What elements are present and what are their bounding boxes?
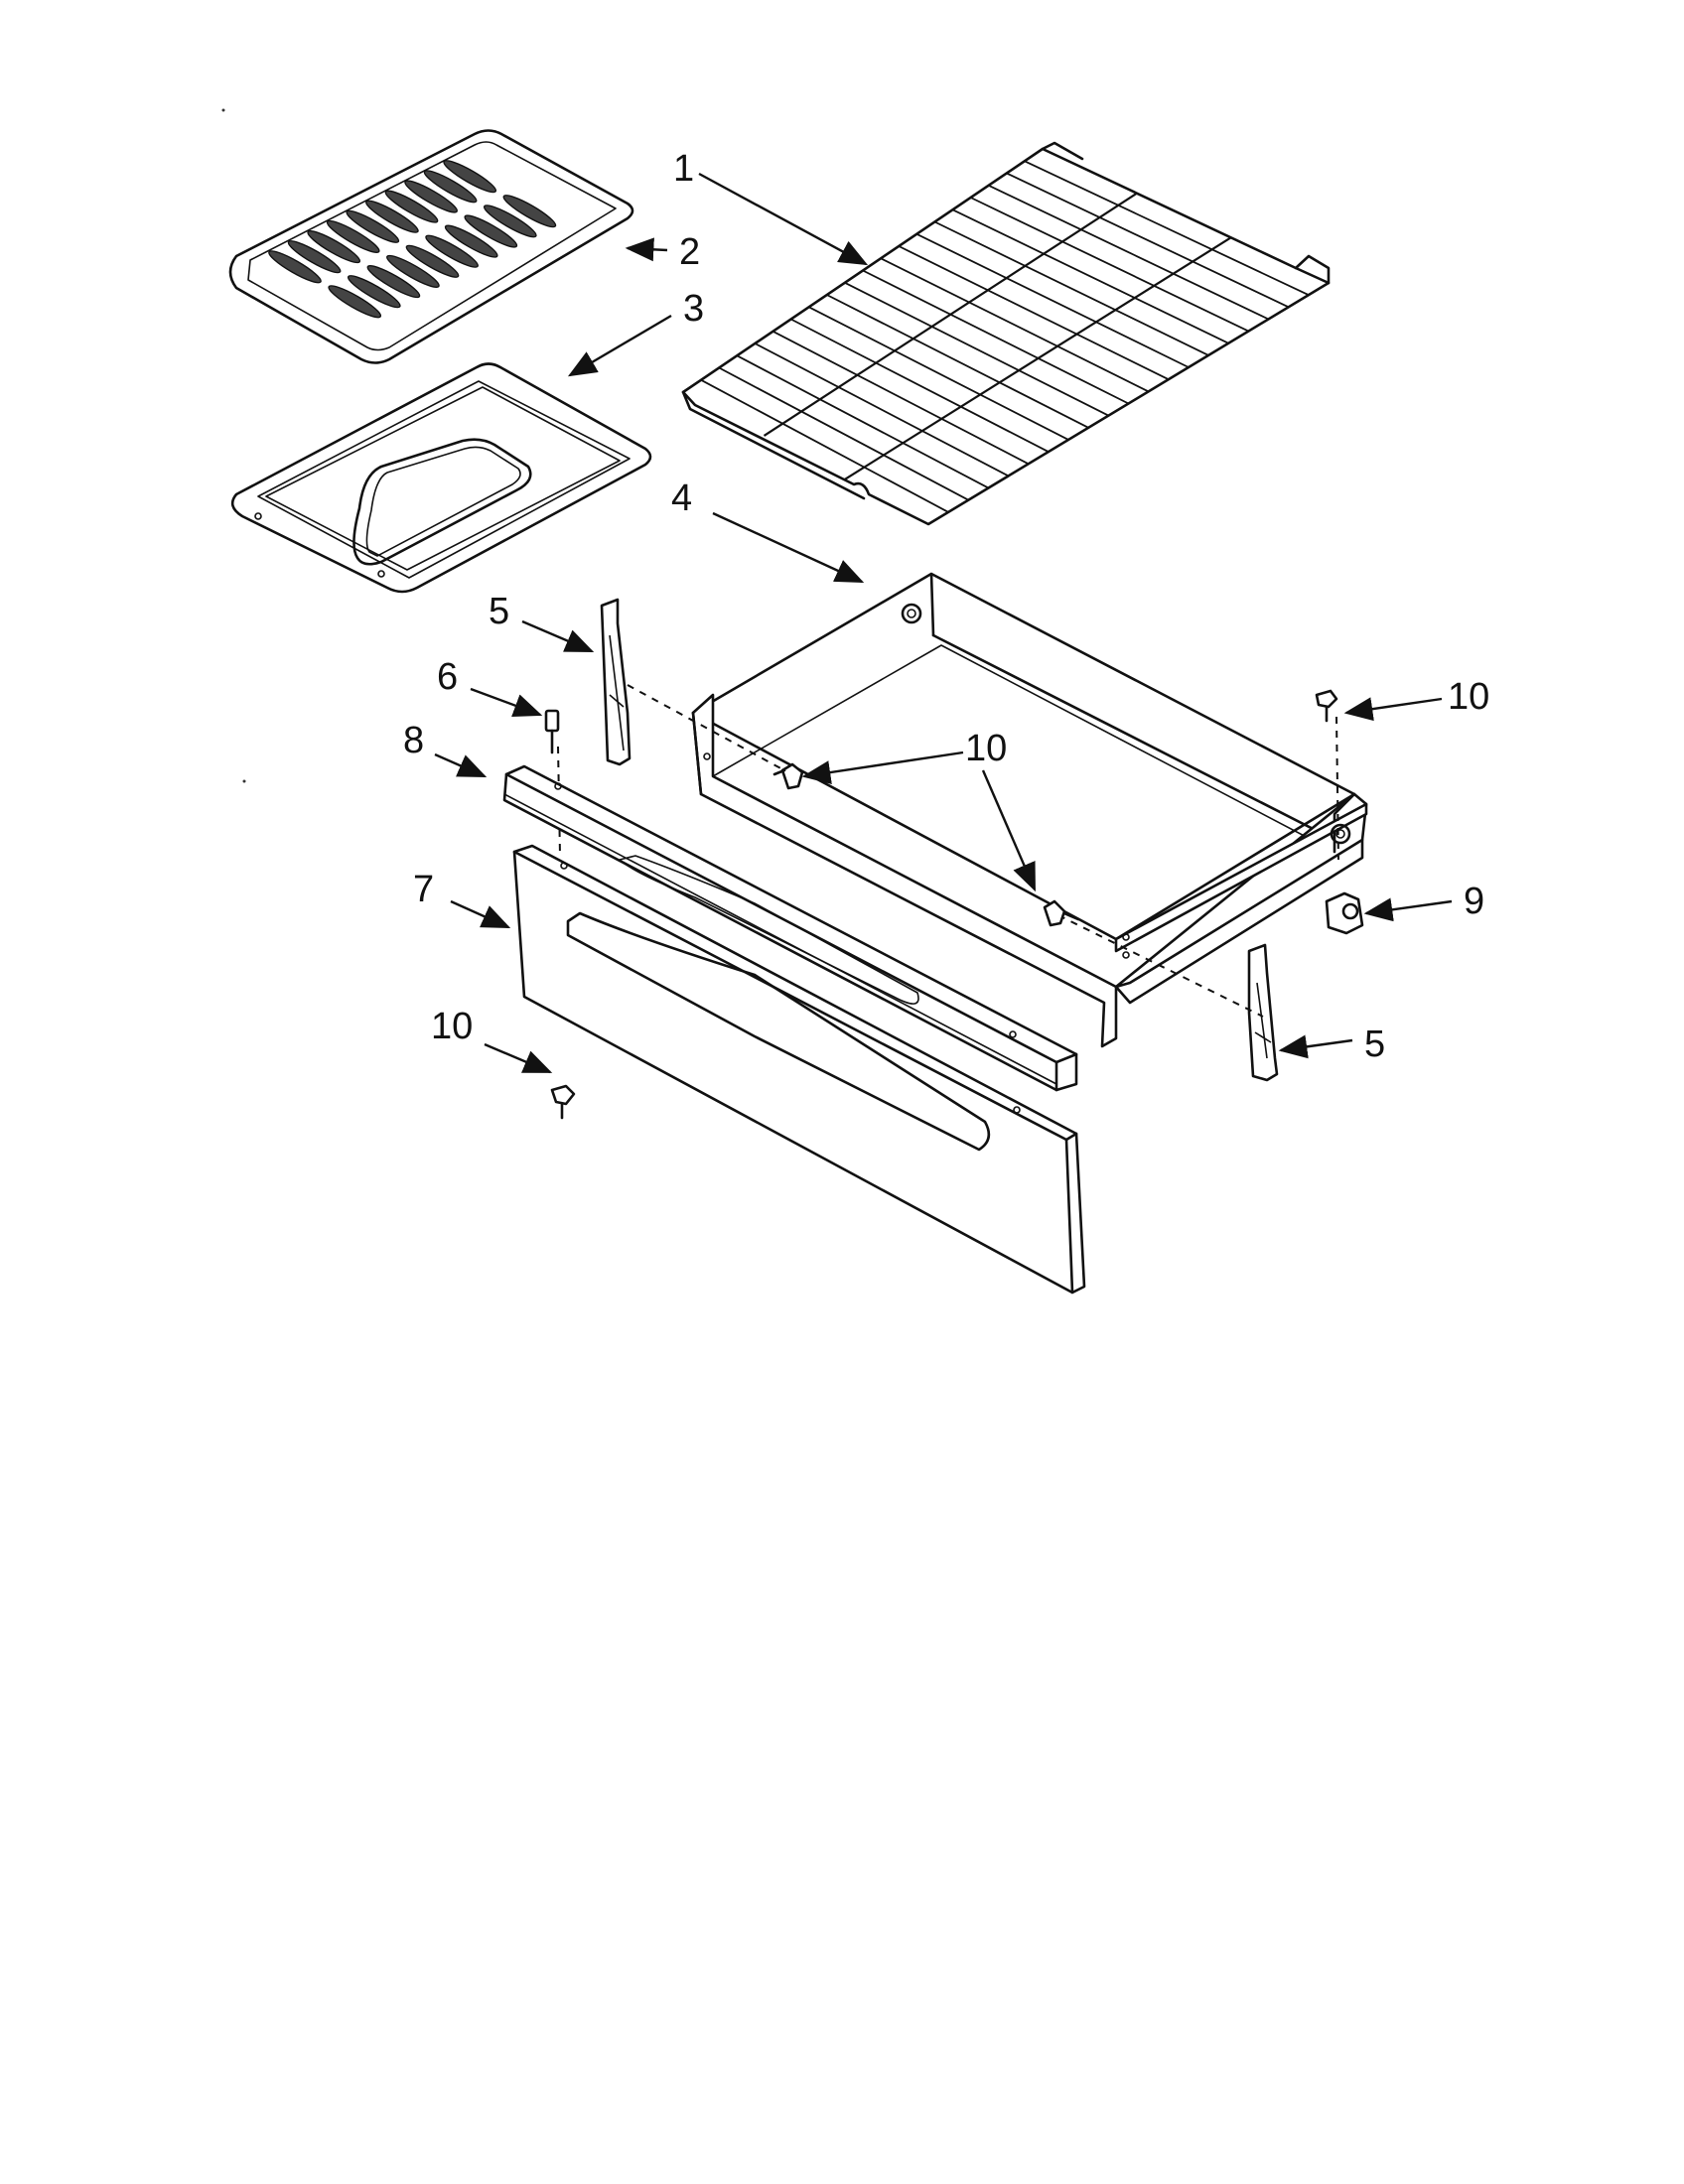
callout-9: 9: [1464, 881, 1484, 922]
broiler-pan-grid: [228, 129, 634, 364]
speck: [221, 108, 225, 112]
alignment-line: [1057, 914, 1264, 1018]
screw-10-lower-left: [550, 1084, 576, 1120]
rack-bar: [1006, 172, 1290, 309]
grid-slot: [268, 250, 322, 284]
callout-4: 4: [671, 478, 692, 519]
rack-bar: [1024, 160, 1310, 296]
grid-slots: [268, 160, 557, 319]
rack-rail: [844, 236, 1232, 480]
screw-6: [544, 709, 560, 754]
leader-arrows: [434, 172, 1453, 1074]
grid-slot: [347, 275, 401, 309]
rack-bar: [934, 220, 1209, 356]
grid-slot: [444, 224, 498, 258]
callout-10a: 10: [1448, 676, 1489, 718]
grid-slot: [405, 244, 460, 278]
callout-5a: 5: [489, 591, 509, 632]
rack-bar: [700, 379, 949, 513]
screw-10-mid-drawer: [1043, 899, 1080, 927]
callout-5b: 5: [1364, 1024, 1385, 1065]
callout-2: 2: [679, 231, 700, 273]
grid-slot: [326, 219, 380, 253]
rack-bar: [790, 318, 1050, 453]
grid-slot: [404, 180, 458, 213]
speck: [242, 779, 246, 783]
grid-slot: [386, 254, 440, 288]
callout-10c: 10: [431, 1006, 473, 1047]
rack-bar: [754, 342, 1010, 478]
broiler-pan: [230, 362, 652, 594]
grid-slot: [483, 205, 537, 238]
alignment-line: [1335, 716, 1339, 861]
grid-slot: [502, 195, 557, 228]
rack-bar: [952, 208, 1229, 344]
rack-bar: [736, 354, 989, 489]
drawer: [691, 572, 1368, 1048]
screw-10-upper-right: [1315, 689, 1338, 723]
screw-10-left-drawer: [772, 762, 804, 790]
rack-bar: [970, 197, 1249, 333]
grid-slot: [365, 200, 419, 233]
oven-rack: [681, 141, 1331, 526]
rack-bar: [718, 366, 969, 501]
callout-6: 6: [437, 656, 458, 698]
callout-8: 8: [403, 720, 424, 761]
callout-1: 1: [673, 148, 694, 190]
rack-bar: [988, 184, 1269, 321]
rack-bar: [772, 331, 1030, 466]
drawer-slide-left: [600, 598, 632, 766]
rack-bar: [898, 245, 1170, 381]
drawer-trim: [502, 764, 1078, 1092]
grid-slot: [464, 214, 518, 248]
rack-bar: [808, 306, 1069, 441]
drawer-slide-right: [1247, 943, 1279, 1082]
clip-9: [1325, 891, 1364, 935]
rack-bar: [915, 232, 1190, 368]
grid-slot: [384, 190, 439, 223]
grid-slot: [328, 285, 382, 319]
rack-bar: [844, 281, 1109, 417]
drawer-front-panel: [512, 844, 1086, 1295]
rack-bar: [862, 269, 1129, 405]
alignment-line: [627, 684, 785, 771]
grid-slot: [443, 160, 497, 194]
rack-bars: [700, 160, 1310, 513]
callout-10b: 10: [965, 728, 1007, 769]
grid-slot: [346, 209, 400, 243]
alignment-line: [557, 746, 561, 857]
callout-7: 7: [413, 869, 434, 910]
grid-slot: [307, 230, 361, 264]
rack-bar: [880, 257, 1150, 393]
grid-slot: [366, 265, 421, 299]
grid-slot: [423, 170, 478, 204]
grid-slot: [287, 240, 342, 274]
rack-rail: [763, 192, 1138, 437]
callout-3: 3: [683, 288, 704, 330]
grid-slot: [425, 234, 479, 268]
rack-bar: [826, 294, 1089, 429]
